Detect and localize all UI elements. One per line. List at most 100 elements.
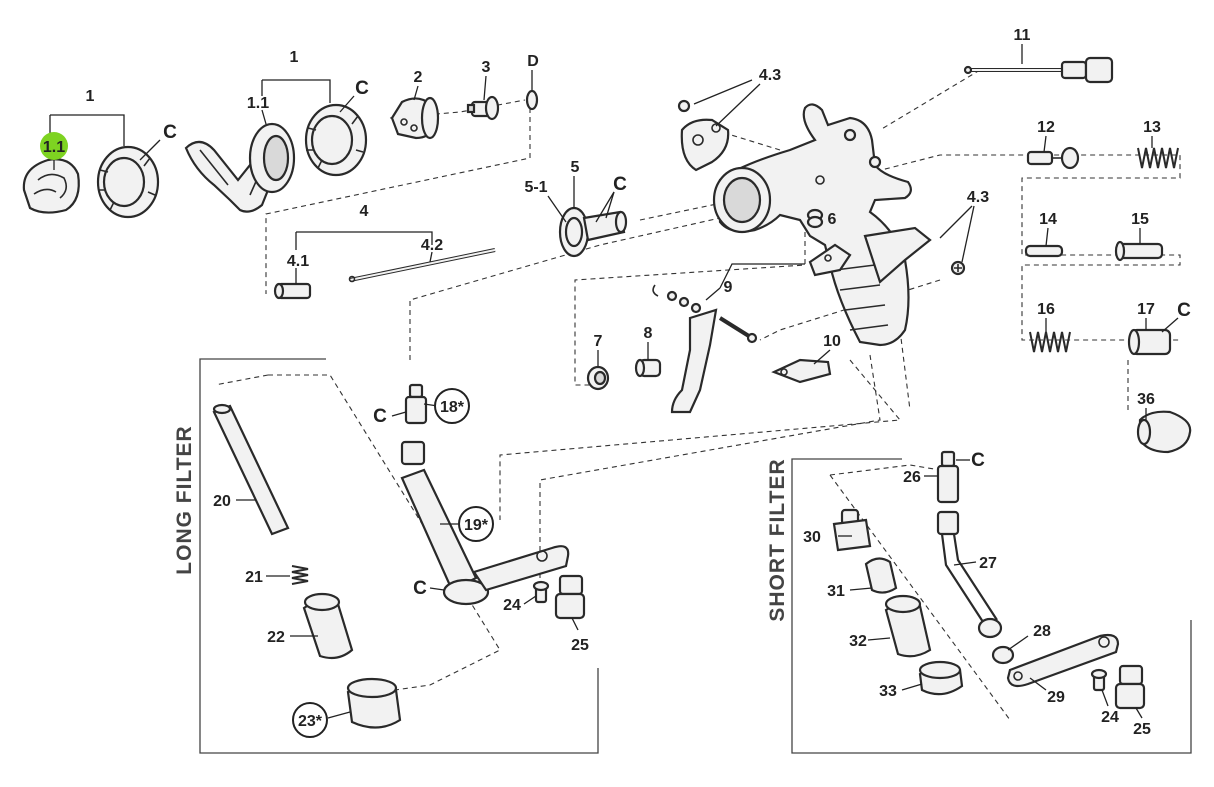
label-32: 32: [849, 633, 867, 650]
part-14-pin[interactable]: [1024, 244, 1064, 258]
circle-19: [458, 506, 494, 542]
label-4-3-right: 4.3: [967, 189, 989, 206]
label-8: 8: [644, 325, 653, 342]
label-c-26: C: [971, 450, 985, 471]
part-28-nut[interactable]: [991, 645, 1015, 665]
part-1-1-air-cap[interactable]: [248, 122, 296, 194]
label-6: 6: [828, 211, 837, 228]
label-28: 28: [1033, 623, 1051, 640]
part-16-spring[interactable]: [1029, 331, 1071, 353]
label-21: 21: [245, 569, 263, 586]
label-4: 4: [360, 203, 369, 220]
label-1-1-right: 1.1: [247, 95, 269, 112]
part-5-nozzle-adapter[interactable]: [558, 206, 628, 258]
label-26: 26: [903, 469, 921, 486]
part-33-filter-cap[interactable]: [918, 660, 964, 696]
label-c-5: C: [613, 174, 627, 195]
label-10: 10: [823, 333, 841, 350]
part-31-filter[interactable]: [864, 557, 898, 594]
label-d: D: [527, 53, 539, 70]
label-4-2: 4.2: [421, 237, 443, 254]
label-c-19: C: [413, 578, 427, 599]
label-36: 36: [1137, 391, 1155, 408]
long-filter-title: LONG FILTER: [173, 425, 196, 574]
part-27-tube[interactable]: [936, 510, 1003, 639]
label-20: 20: [213, 493, 231, 510]
label-1-right: 1: [290, 49, 299, 66]
part-11-air-rod[interactable]: [963, 56, 1114, 84]
label-c-17: C: [1177, 300, 1191, 321]
part-24-screw-left[interactable]: [532, 580, 550, 604]
part-24-screw-right[interactable]: [1090, 668, 1108, 692]
label-22: 22: [267, 629, 285, 646]
part-4-3-bracket-right[interactable]: [808, 243, 852, 277]
label-1-left: 1: [86, 88, 95, 105]
part-25-connector-left[interactable]: [554, 574, 586, 620]
label-7: 7: [594, 333, 603, 350]
label-5-1: 5-1: [524, 179, 547, 196]
label-13: 13: [1143, 119, 1161, 136]
label-16: 16: [1037, 301, 1055, 318]
label-17: 17: [1137, 301, 1155, 318]
label-1-1-left: 1.1: [43, 139, 65, 156]
part-4-3-screw-top[interactable]: [677, 99, 691, 113]
callout-labels: 1 1.1 C 1 1.1 C 2 3 D 4 4.1 4.2 5 5-1 C …: [43, 27, 1191, 738]
label-30: 30: [803, 529, 821, 546]
part-4-1-needle-fitting[interactable]: [273, 282, 312, 300]
part-25-connector-right[interactable]: [1114, 664, 1146, 710]
label-25-right: 25: [1133, 721, 1151, 738]
label-9: 9: [724, 279, 733, 296]
part-12-valve-stem[interactable]: [1026, 146, 1080, 170]
part-26-fitting[interactable]: [936, 450, 960, 504]
part-4-3-screw-right[interactable]: [950, 260, 966, 276]
part-1-retaining-ring-right[interactable]: [304, 103, 368, 177]
part-30-fitting[interactable]: [832, 508, 872, 552]
label-c-left: C: [163, 122, 177, 143]
part-7-nut[interactable]: [586, 365, 610, 391]
part-29-bracket[interactable]: [1006, 633, 1120, 688]
part-17-valve-housing[interactable]: [1127, 328, 1172, 356]
highlight-1-1[interactable]: [40, 132, 68, 160]
part-20-long-filter[interactable]: [212, 403, 290, 536]
part-36-knob[interactable]: [1136, 410, 1192, 454]
label-24-right: 24: [1101, 709, 1119, 726]
short-filter-title: SHORT FILTER: [766, 458, 789, 621]
part-15-shaft[interactable]: [1114, 240, 1164, 262]
label-33: 33: [879, 683, 897, 700]
label-18: 18*: [440, 399, 465, 416]
label-24-left: 24: [503, 597, 521, 614]
label-15: 15: [1131, 211, 1149, 228]
short-filter-frame: SHORT FILTER: [766, 458, 1192, 754]
part-1-retaining-ring-left[interactable]: [96, 145, 160, 219]
label-14: 14: [1039, 211, 1057, 228]
part-d-seal[interactable]: [525, 89, 539, 111]
part-18-fitting[interactable]: [404, 383, 428, 425]
part-3-fluid-tip[interactable]: [466, 95, 500, 121]
label-25-left: 25: [571, 637, 589, 654]
part-19-fluid-tube[interactable]: [400, 440, 570, 606]
part-21-spring[interactable]: [291, 565, 309, 585]
label-19: 19*: [464, 517, 489, 534]
part-4-3-bracket-top[interactable]: [680, 118, 730, 172]
label-c-ring: C: [355, 78, 369, 99]
part-4-2-needle[interactable]: [348, 248, 496, 283]
part-10-clip[interactable]: [771, 358, 832, 384]
part-9-trigger[interactable]: [652, 284, 758, 414]
part-22-filter-housing[interactable]: [302, 592, 354, 660]
part-1-1-air-cap-insert[interactable]: [22, 158, 80, 214]
part-2-nozzle-body[interactable]: [390, 96, 440, 140]
label-12: 12: [1037, 119, 1055, 136]
part-32-filter-housing[interactable]: [884, 594, 932, 658]
label-29: 29: [1047, 689, 1065, 706]
label-31: 31: [827, 583, 845, 600]
part-8-fitting[interactable]: [634, 358, 662, 378]
label-4-3-top: 4.3: [759, 67, 781, 84]
label-c-18: C: [373, 406, 387, 427]
circle-18: [434, 388, 470, 424]
part-23-filter-cap[interactable]: [346, 677, 402, 729]
label-5: 5: [571, 159, 580, 176]
part-13-spring[interactable]: [1137, 147, 1179, 169]
label-2: 2: [414, 69, 423, 86]
